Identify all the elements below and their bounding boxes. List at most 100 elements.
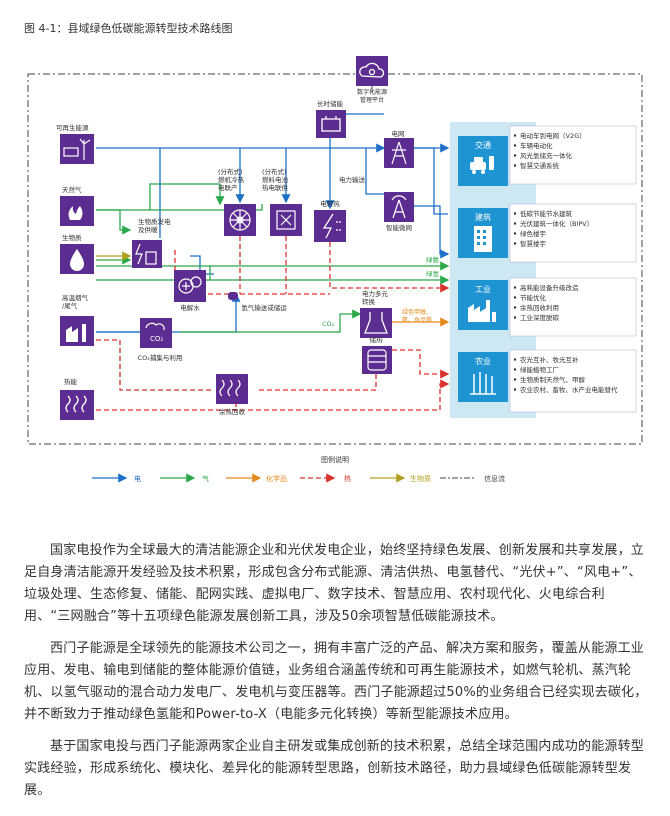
smart-grid-label: 智能微网 xyxy=(386,223,412,232)
sector-item: 绿能植物工厂 xyxy=(520,365,560,374)
ccus-label: CO₂捕集与利用 xyxy=(138,353,183,362)
legend-item-electricity: 电 xyxy=(92,473,141,483)
sector-item: 光伏建筑一体化（BIPV） xyxy=(520,219,593,228)
heat-storage-label: 储热 xyxy=(370,335,384,344)
co2-capture-icon: CO₂ xyxy=(145,322,165,343)
power-transmission-label: 电力输送 xyxy=(339,175,366,184)
heat-source-node: 热能 xyxy=(60,377,94,420)
sector-tile-building: 建筑 xyxy=(458,208,508,258)
flue-gas-label-1: 高温烟气 xyxy=(62,293,89,302)
sector-item: 工业深度脱碳 xyxy=(520,313,560,322)
body-text: 国家电投作为全球最大的清洁能源企业和光伏发电企业，始终坚持绿色发展、创新发展和共… xyxy=(24,540,650,812)
hydrogen-tank-icon xyxy=(228,292,238,300)
renewables-node: 可再生能源 xyxy=(56,123,94,164)
ptx-label-2: 转换 xyxy=(362,297,376,306)
biomass-node: 生物质 xyxy=(60,233,94,274)
h2-transport-label: 氢气输送或储运 xyxy=(241,303,287,312)
platform-node: 数字化能源 管理平台 xyxy=(356,56,388,104)
ptx-label-1: 电力多元 xyxy=(362,289,389,298)
sector-item: 电动车到电网（V2G） xyxy=(520,131,586,140)
sector-item: 农业农村、畜牧、水产业电能替代 xyxy=(520,385,618,394)
storage-node: 长时储能 xyxy=(316,99,346,138)
electrolysis-label: 电解水 xyxy=(180,303,200,312)
heat-waves-icon xyxy=(65,395,87,413)
electrothermal-label: 电转热 xyxy=(320,199,340,208)
legend-item-chemicals: 化学品 xyxy=(226,473,287,483)
dist-gas-node: (分布式) 燃机冷热 电联产 xyxy=(218,167,256,236)
svg-text:气: 气 xyxy=(202,474,209,483)
sector-item: 风光氢储充一体化 xyxy=(520,151,573,160)
wheat-icon xyxy=(470,372,496,395)
figure-title: 图 4-1：县域绿色低碳能源转型技术路线图 xyxy=(24,22,233,35)
electricity-flows xyxy=(96,113,450,333)
paragraph: 国家电投作为全球最大的清洁能源企业和光伏发电企业，始终坚持绿色发展、创新发展和共… xyxy=(24,543,645,624)
factory-icon xyxy=(468,300,496,322)
sector-item: 农光互补、牧光互补 xyxy=(520,355,579,364)
sector-item: 余热回收利用 xyxy=(520,303,559,312)
transmission-tower-icon xyxy=(391,141,407,165)
bio-power-label-1: 生物质发电 xyxy=(138,217,171,226)
ptx-node: 电力多元 转换 绿色甲醇、 氨、食品等 xyxy=(360,289,432,338)
power-plant-icon xyxy=(135,243,157,265)
sector-tile-agriculture: 农业 xyxy=(458,352,508,402)
svg-text:化学品: 化学品 xyxy=(266,474,287,483)
bio-power-node: 生物质发电 及供暖 xyxy=(132,217,171,268)
sector-tile-industry: 工业 xyxy=(458,280,508,330)
smart-grid-node: 智能微网 电力输送 xyxy=(339,175,414,232)
platform-label-2: 管理平台 xyxy=(360,96,384,104)
battery-icon xyxy=(321,116,341,132)
fuel-cell-icon xyxy=(276,210,296,230)
sector-transport-label: 交通 xyxy=(475,140,491,150)
storage-label: 长时储能 xyxy=(317,99,344,108)
sector-list-industry: 高耗能设备升级改造 节能优化 余热回收利用 工业深度脱碳 xyxy=(509,277,637,337)
sector-building-label: 建筑 xyxy=(475,212,491,222)
h2-transport-node: 氢气输送或储运 xyxy=(228,292,287,312)
droplet-icon xyxy=(70,249,84,271)
sector-item: 生物质制天然气、甲醇 xyxy=(520,375,586,384)
sector-item: 节能优化 xyxy=(520,293,547,302)
sector-item: 智慧交通系统 xyxy=(520,161,560,170)
bullets xyxy=(513,134,517,391)
lightning-icon xyxy=(322,213,342,239)
legend-item-heat: 热 xyxy=(300,473,351,483)
sector-item: 绿色楼宇 xyxy=(520,229,547,238)
heat-recovery-node: 余热回收 xyxy=(216,374,248,416)
electrolysis-node: 电解水 xyxy=(174,270,206,312)
biomass-label: 生物质 xyxy=(62,233,82,242)
turbine-icon xyxy=(229,209,251,231)
legend: 图例说明 电 气 化学品 热 生物质 信息流 xyxy=(92,455,505,483)
dist-gas-label-1: (分布式) xyxy=(218,167,243,176)
legend-title: 图例说明 xyxy=(321,455,349,464)
platform-label-1: 数字化能源 xyxy=(357,88,387,96)
car-icon xyxy=(470,156,494,174)
svg-text:电: 电 xyxy=(134,474,141,483)
dist-fc-node: (分布式) 燃料电池 热电联供 xyxy=(262,167,302,236)
heat-exchanger-icon xyxy=(219,379,241,397)
heat-recovery-label: 余热回收 xyxy=(219,407,246,416)
green-hydrogen-label: 绿氢 xyxy=(426,269,440,278)
heat-storage-node: 储热 xyxy=(362,335,392,374)
dist-fc-label-3: 热电联供 xyxy=(262,183,289,192)
dist-fc-label-2: 燃料电池 xyxy=(262,175,289,184)
dist-fc-label-1: (分布式) xyxy=(262,167,287,176)
sector-list-agriculture: 农光互补、牧光互补 绿能植物工厂 生物质制天然气、甲醇 农业农村、畜牧、水产业电… xyxy=(509,349,637,413)
grid-label: 电网 xyxy=(392,129,405,138)
sector-item: 高耗能设备升级改造 xyxy=(520,283,579,292)
legend-item-info: 信息流 xyxy=(440,474,505,483)
electrolyzer-icon xyxy=(178,276,202,294)
roadmap-diagram: 交通 建筑 工业 农业 电动车到电网（V2G） xyxy=(27,56,643,483)
paragraph: 西门子能源是全球领先的能源技术公司之一，拥有丰富广泛的产品、解决方案和服务，覆盖… xyxy=(24,641,648,722)
legend-item-gas: 气 xyxy=(160,473,209,483)
grid-node: 电网 xyxy=(384,129,414,168)
dist-gas-label-3: 电联产 xyxy=(218,183,238,192)
chimney-icon xyxy=(66,324,86,342)
legend-item-biomass: 生物质 xyxy=(370,473,431,483)
svg-text:CO₂: CO₂ xyxy=(150,335,163,343)
dist-gas-label-2: 燃机冷热 xyxy=(218,175,245,184)
electrothermal-node: 电转热 xyxy=(314,199,346,242)
bio-power-label-2: 及供暖 xyxy=(138,225,158,234)
sector-item: 低碳节能节水建筑 xyxy=(520,209,573,218)
flue-gas-label-2: /尾气 xyxy=(62,301,78,310)
storage-tank-icon xyxy=(367,349,387,371)
flue-gas-node: 高温烟气 /尾气 xyxy=(60,293,94,346)
